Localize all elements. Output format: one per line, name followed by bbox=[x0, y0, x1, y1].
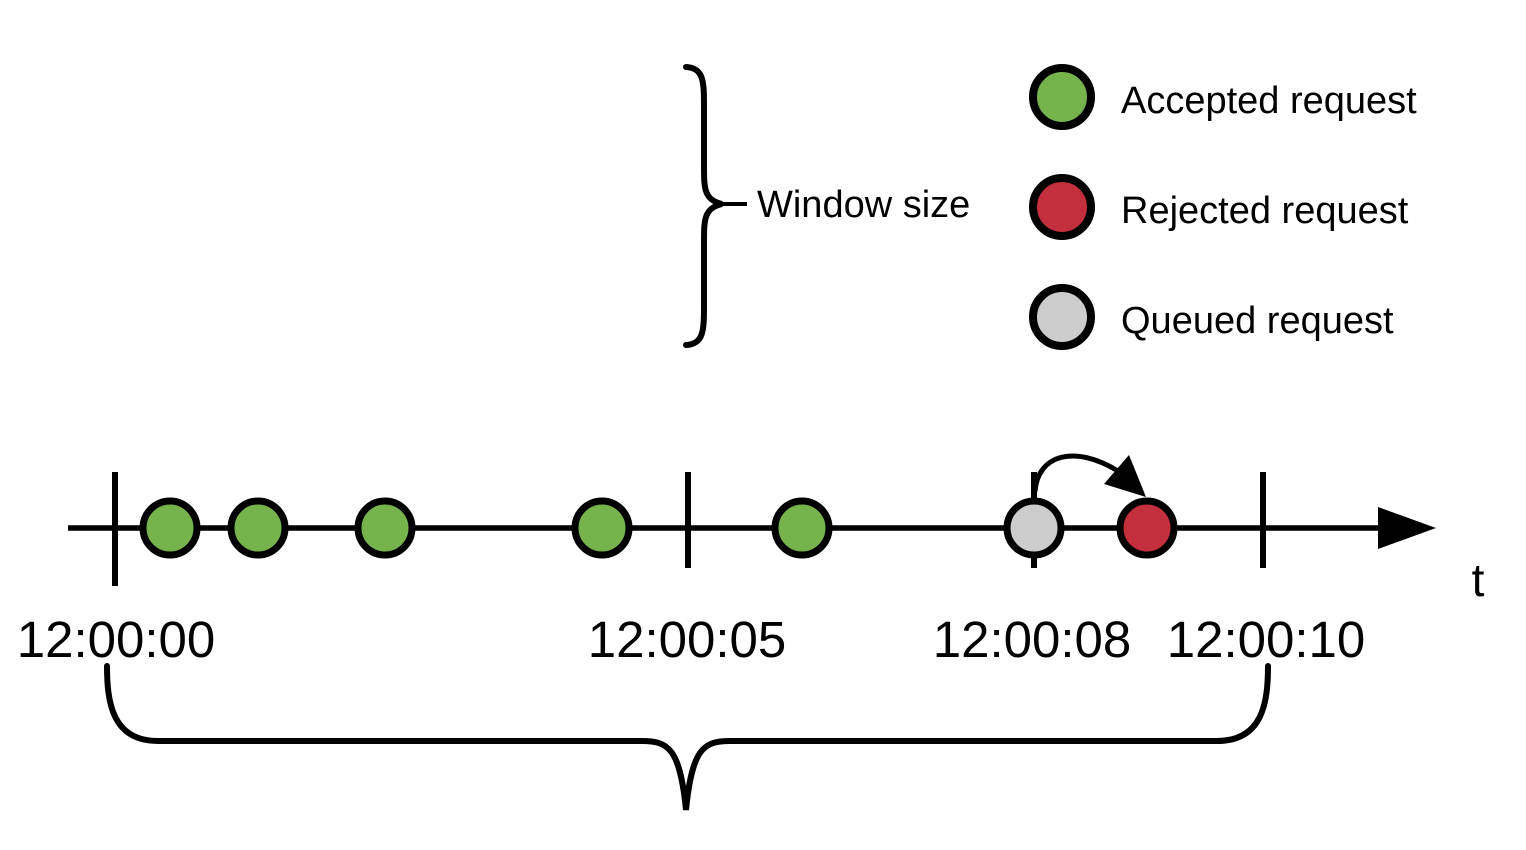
event-accepted-2 bbox=[227, 497, 289, 559]
legend-queued-icon bbox=[1029, 284, 1095, 350]
window-size-label: Window size bbox=[757, 184, 970, 226]
event-rejected bbox=[1116, 497, 1178, 559]
event-accepted-5 bbox=[771, 497, 833, 559]
queued-to-rejected-arrowhead bbox=[1104, 455, 1146, 497]
legend: Accepted request Rejected request Queued… bbox=[1029, 64, 1417, 350]
time-axis-label: t bbox=[1472, 554, 1485, 606]
legend-rejected-icon bbox=[1029, 174, 1095, 240]
event-accepted-3 bbox=[354, 497, 416, 559]
legend-rejected-label: Rejected request bbox=[1121, 190, 1409, 232]
legend-queued-label: Queued request bbox=[1121, 300, 1394, 342]
tick-label-12-00-10: 12:00:10 bbox=[1167, 611, 1366, 668]
queued-to-rejected-arrow bbox=[1032, 453, 1121, 494]
rate-limit-window-brace bbox=[104, 663, 1271, 811]
event-queued bbox=[1003, 497, 1065, 559]
legend-accepted-label: Accepted request bbox=[1121, 80, 1417, 122]
legend-accepted-icon bbox=[1029, 64, 1095, 130]
event-accepted-4 bbox=[571, 497, 633, 559]
window-size-brace bbox=[683, 64, 723, 348]
tick-label-12-00-00: 12:00:00 bbox=[17, 611, 216, 668]
event-accepted-1 bbox=[139, 497, 201, 559]
tick-label-12-00-08: 12:00:08 bbox=[933, 611, 1132, 668]
time-axis-arrowhead bbox=[1378, 507, 1436, 549]
tick-label-12-00-05: 12:00:05 bbox=[588, 611, 787, 668]
